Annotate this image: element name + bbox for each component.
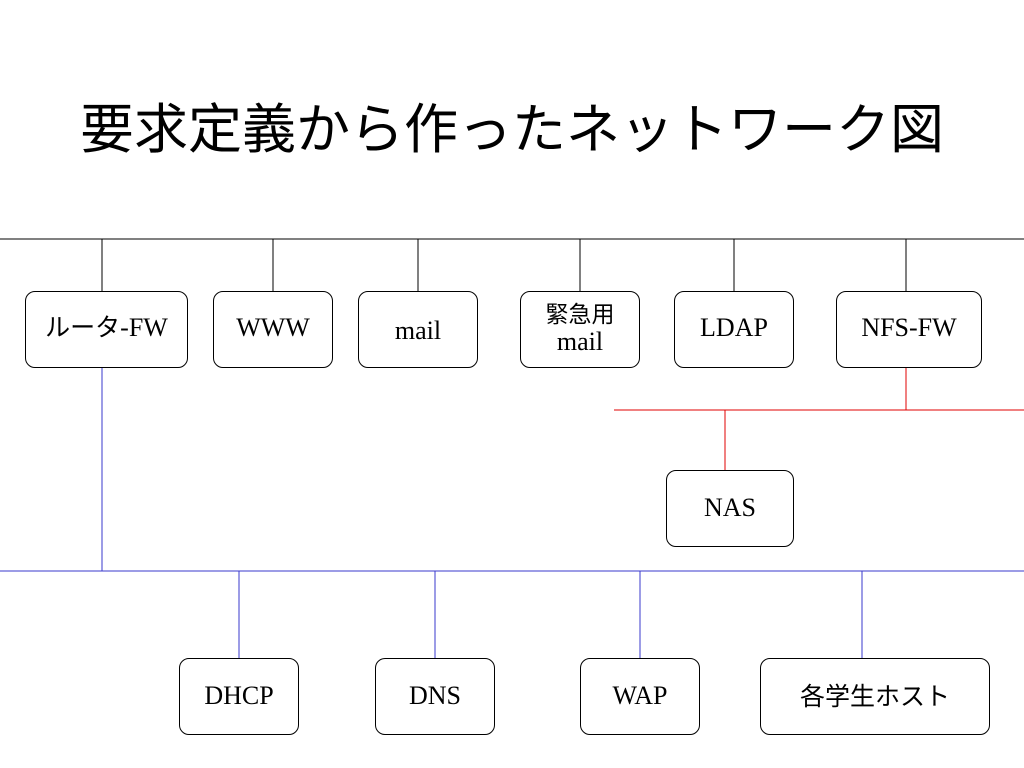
wap-node: WAP (580, 658, 700, 735)
emergency-mail-label-line2: mail (556, 326, 604, 356)
router-fw-node: ルータ-FW (25, 291, 188, 368)
router-fw-label-jp: ルータ (45, 313, 121, 342)
emergency-mail-node: 緊急用 mail (520, 291, 640, 368)
dns-label: DNS (408, 681, 461, 711)
student-hosts-label: 各学生ホスト (799, 682, 950, 711)
dhcp-label: DHCP (204, 681, 274, 711)
ldap-node: LDAP (674, 291, 794, 368)
nfs-fw-label: NFS-FW (861, 313, 957, 342)
nas-node: NAS (666, 470, 794, 547)
dns-node: DNS (375, 658, 495, 735)
www-label: WWW (236, 313, 310, 342)
ldap-label: LDAP (700, 313, 768, 342)
dhcp-node: DHCP (179, 658, 299, 735)
nas-label: NAS (703, 493, 756, 523)
diagram-title: 要求定義から作ったネットワーク図 (80, 98, 944, 161)
emergency-mail-label-line1: 緊急用 (545, 302, 615, 329)
student-hosts-node: 各学生ホスト (760, 658, 990, 735)
www-node: WWW (213, 291, 333, 368)
mail-label: mail (394, 316, 442, 345)
wap-label: WAP (612, 681, 668, 711)
nfs-fw-node: NFS-FW (836, 291, 982, 368)
mail-node: mail (358, 291, 478, 368)
router-fw-label-en: -FW (120, 313, 168, 342)
